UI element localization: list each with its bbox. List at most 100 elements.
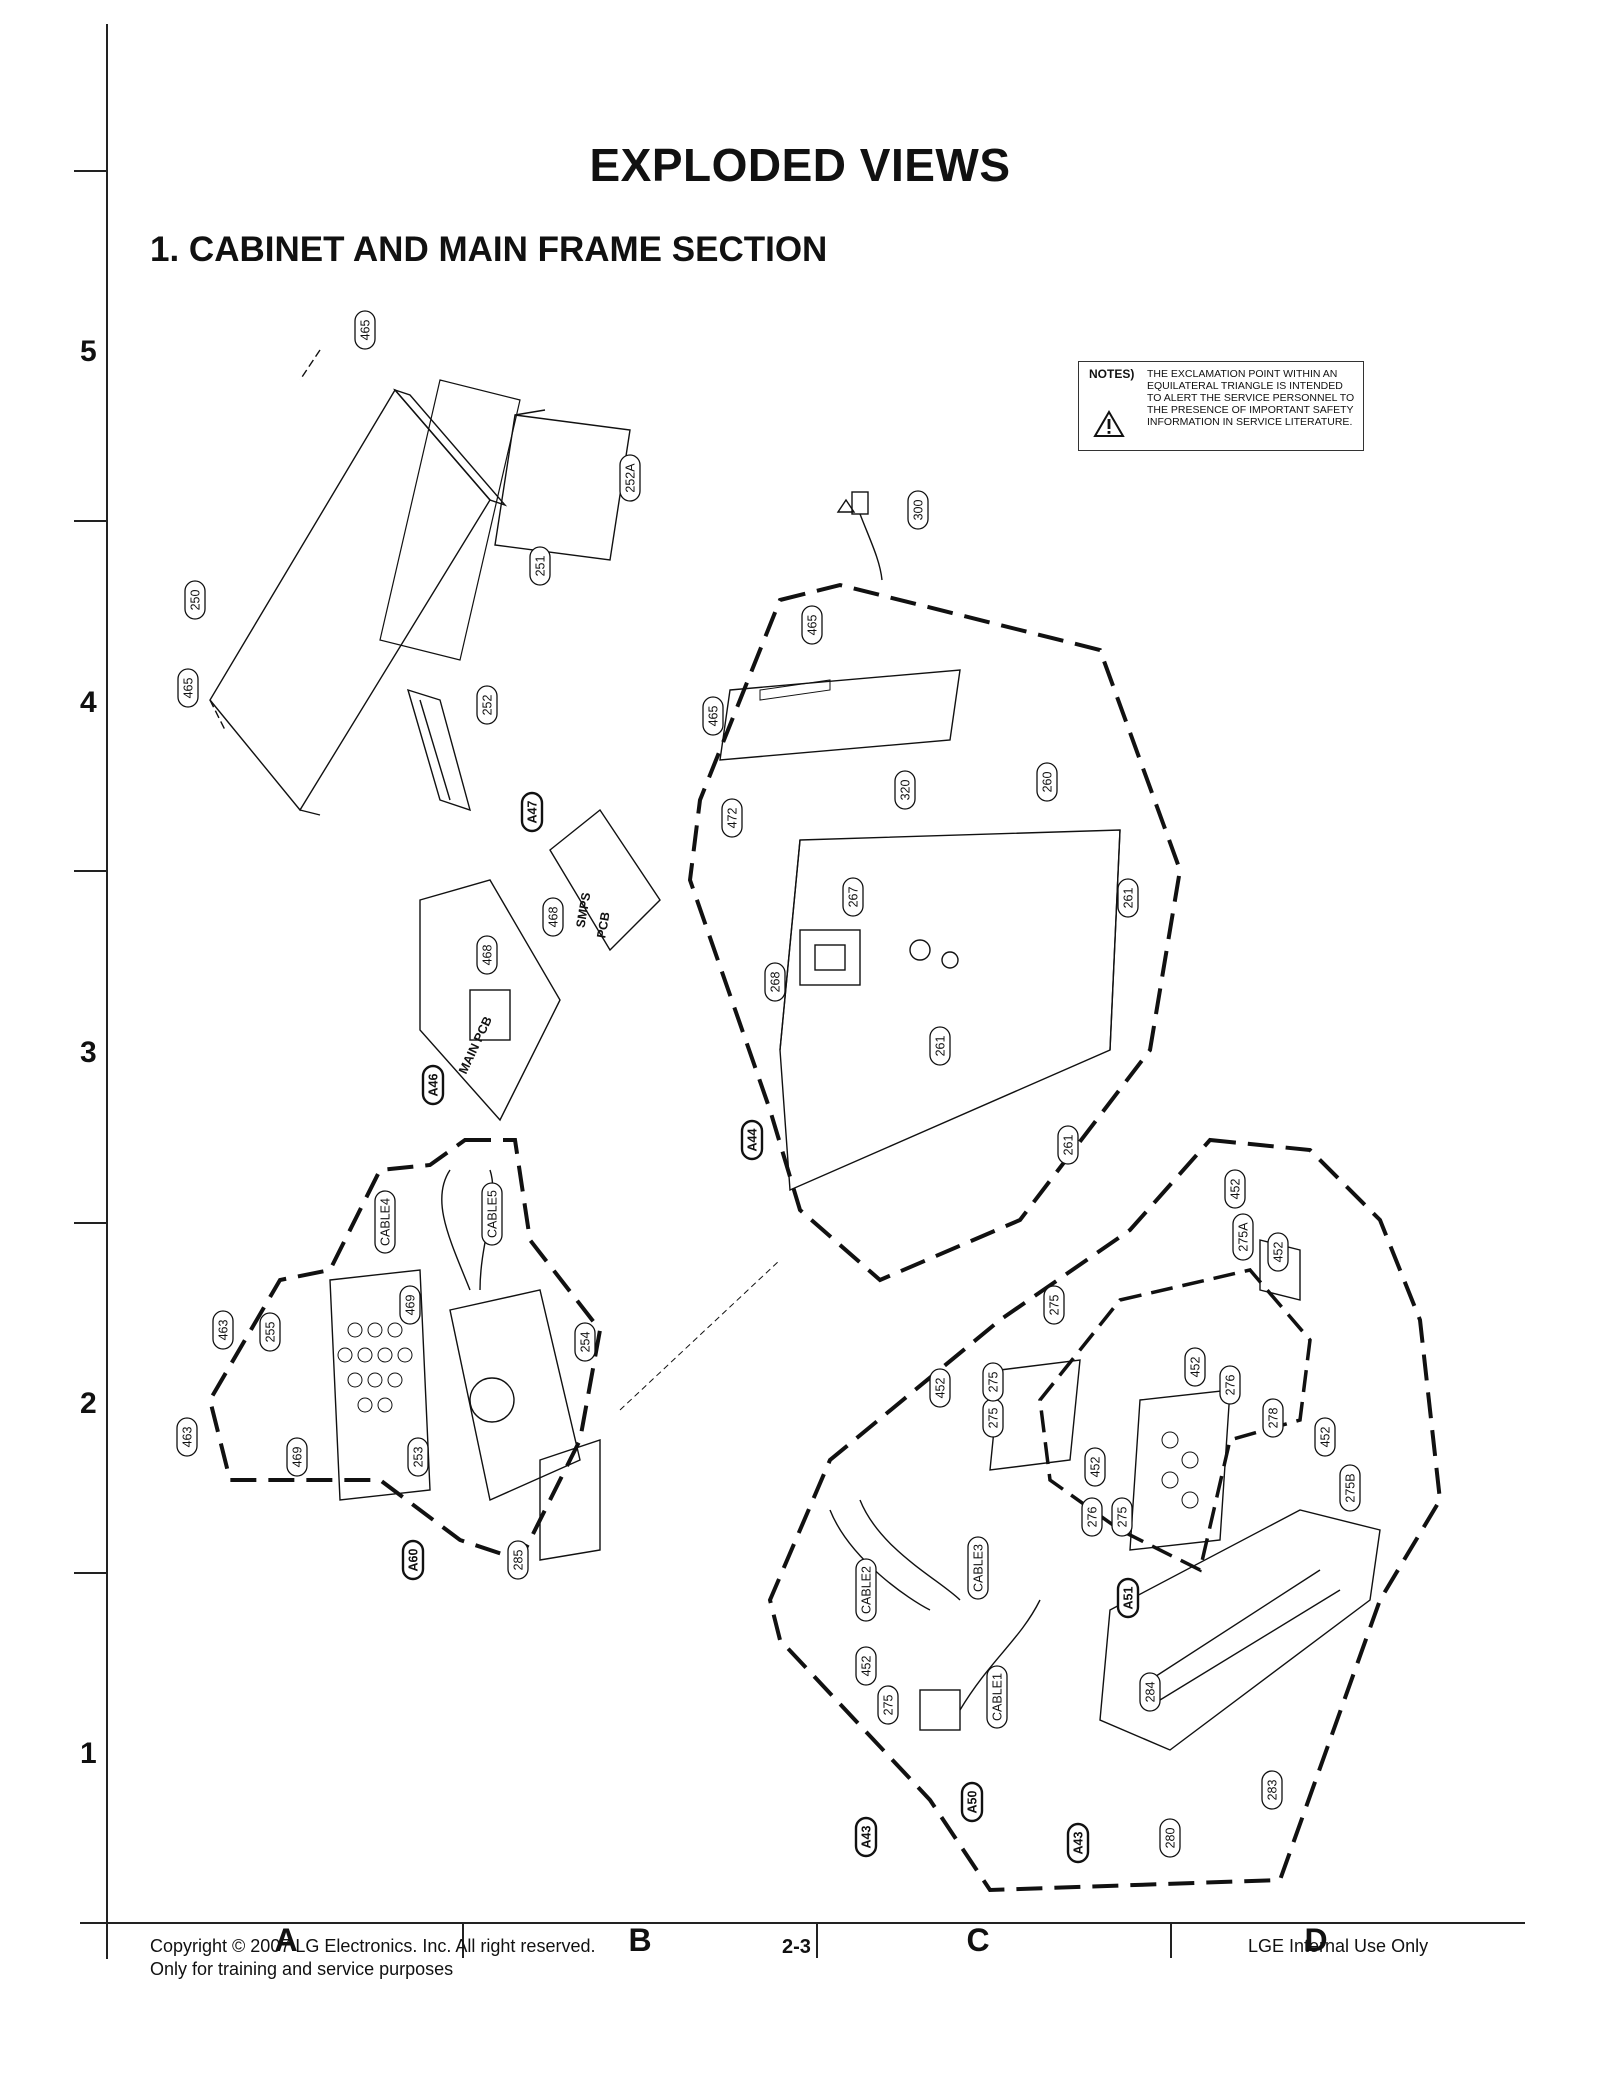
part-label-text: 285 <box>512 1550 526 1571</box>
row-tick <box>74 870 106 872</box>
front-panel-outline <box>767 1137 1443 1893</box>
part-label-a47: A47 <box>520 791 544 833</box>
bottom-border-line <box>80 1922 1525 1924</box>
part-label-p452g: 452 <box>855 1646 877 1686</box>
warning-triangle-icon <box>1093 410 1125 437</box>
part-label-text: 275 <box>1048 1295 1062 1316</box>
part-label-text: PCB <box>594 911 612 939</box>
part-label-p452a: 452 <box>1224 1169 1246 1209</box>
part-label-text: A43 <box>860 1825 874 1848</box>
part-label-text: CABLE2 <box>860 1566 874 1614</box>
part-label-text: 255 <box>264 1322 278 1343</box>
part-label-text: 275 <box>987 1408 1001 1429</box>
part-label-a51: A51 <box>1116 1577 1140 1619</box>
part-label-text: A50 <box>966 1790 980 1813</box>
part-label-text: 452 <box>1319 1427 1333 1448</box>
part-label-text: MAIN PCB <box>456 1014 495 1076</box>
part-label-text: A43 <box>1072 1831 1086 1854</box>
safety-notes-box: NOTES) THE EXCLAMATION POINT WITHIN AN E… <box>1078 361 1364 451</box>
part-label-p275a: 275 <box>1043 1285 1065 1325</box>
part-label-p275a: 275A <box>1232 1213 1254 1261</box>
part-label-text: CABLE5 <box>486 1190 500 1238</box>
part-label-text: CABLE4 <box>379 1198 393 1246</box>
left-border-line <box>106 24 108 1959</box>
power-cord-drawing <box>836 491 883 581</box>
row-tick <box>74 1572 106 1574</box>
part-label-text: 275 <box>987 1372 1001 1393</box>
part-label-text: 452 <box>1089 1457 1103 1478</box>
part-label-a43a: A43 <box>854 1816 878 1858</box>
part-label-text: 469 <box>404 1295 418 1316</box>
part-label-text: 275A <box>1237 1222 1251 1252</box>
part-label-text: 254 <box>579 1332 593 1353</box>
part-label-text: 260 <box>1041 772 1055 793</box>
part-label-p261a: 261 <box>1117 878 1139 918</box>
part-label-p275b: 275 <box>982 1398 1004 1438</box>
top-cover-drawing <box>209 349 631 816</box>
part-label-text: A46 <box>427 1073 441 1096</box>
part-label-text: 300 <box>912 500 926 521</box>
part-label-text: 452 <box>1189 1357 1203 1378</box>
part-label-p251: 251 <box>529 546 551 586</box>
part-label-p254: 254 <box>574 1322 596 1362</box>
part-label-cable2: CABLE2 <box>855 1558 877 1622</box>
part-label-text: A51 <box>1122 1586 1136 1609</box>
part-label-text: 465 <box>182 678 196 699</box>
part-label-text: 275 <box>882 1695 896 1716</box>
part-label-text: 261 <box>1062 1135 1076 1156</box>
purpose-text: Only for training and service purposes <box>150 1959 454 1979</box>
part-label-p255: 255 <box>259 1312 281 1352</box>
part-label-p276b: 276 <box>1081 1497 1103 1537</box>
row-label-3: 3 <box>80 1036 97 1069</box>
part-label-text: 253 <box>412 1447 426 1468</box>
part-label-text: 472 <box>726 808 740 829</box>
part-label-p469a: 469 <box>399 1285 421 1325</box>
part-label-p465c: 465 <box>801 605 823 645</box>
footer-copyright: Copyright © 2007 LG Electronics. Inc. Al… <box>150 1935 595 1981</box>
part-label-p276a: 276 <box>1219 1365 1241 1405</box>
part-label-p452f: 452 <box>1084 1447 1106 1487</box>
part-label-text: 452 <box>934 1378 948 1399</box>
part-label-text: 468 <box>547 907 561 928</box>
part-label-text: CABLE1 <box>991 1673 1005 1721</box>
row-label-4: 4 <box>80 686 97 719</box>
col-tick <box>1170 1922 1172 1958</box>
part-label-a43b: A43 <box>1066 1822 1090 1864</box>
part-label-text: A44 <box>746 1128 760 1151</box>
part-label-text: 261 <box>934 1036 948 1057</box>
part-label-text: 251 <box>534 556 548 577</box>
col-tick <box>816 1922 818 1958</box>
part-label-p320: 320 <box>894 770 916 810</box>
part-label-p452c: 452 <box>1184 1347 1206 1387</box>
part-label-p250: 250 <box>184 580 206 620</box>
col-label-c: C <box>966 1922 990 1958</box>
part-label-text: 463 <box>181 1427 195 1448</box>
part-label-text: 275 <box>1116 1507 1130 1528</box>
part-label-text: SMPS <box>574 891 594 928</box>
row-label-1: 1 <box>80 1737 97 1770</box>
part-label-p275e: 275 <box>877 1685 899 1725</box>
row-tick <box>74 520 106 522</box>
part-label-p252a: 252A <box>619 454 641 502</box>
part-label-p275c: 275 <box>982 1362 1004 1402</box>
col-label-a: A <box>274 1922 298 1958</box>
part-label-text: A47 <box>526 800 540 823</box>
part-label-p452d: 452 <box>929 1368 951 1408</box>
part-label-text: 468 <box>481 945 495 966</box>
part-label-pcb1: PCB <box>594 911 612 939</box>
part-label-p465b: 465 <box>177 668 199 708</box>
part-label-a60: A60 <box>401 1539 425 1581</box>
part-label-text: 268 <box>769 972 783 993</box>
section-title: 1. CABINET AND MAIN FRAME SECTION <box>150 230 828 269</box>
part-label-text: 465 <box>359 320 373 341</box>
part-label-p465a: 465 <box>354 310 376 350</box>
part-label-p465d: 465 <box>702 696 724 736</box>
part-label-p468b: 468 <box>476 935 498 975</box>
part-label-text: 252 <box>481 695 495 716</box>
part-label-text: 252A <box>624 463 638 493</box>
part-label-text: 283 <box>1266 1780 1280 1801</box>
part-label-p285: 285 <box>507 1540 529 1580</box>
part-label-text: 284 <box>1144 1682 1158 1703</box>
copyright-text: Copyright © 2007 LG Electronics. Inc. Al… <box>150 1936 596 1956</box>
part-label-cable4: CABLE4 <box>374 1190 396 1254</box>
